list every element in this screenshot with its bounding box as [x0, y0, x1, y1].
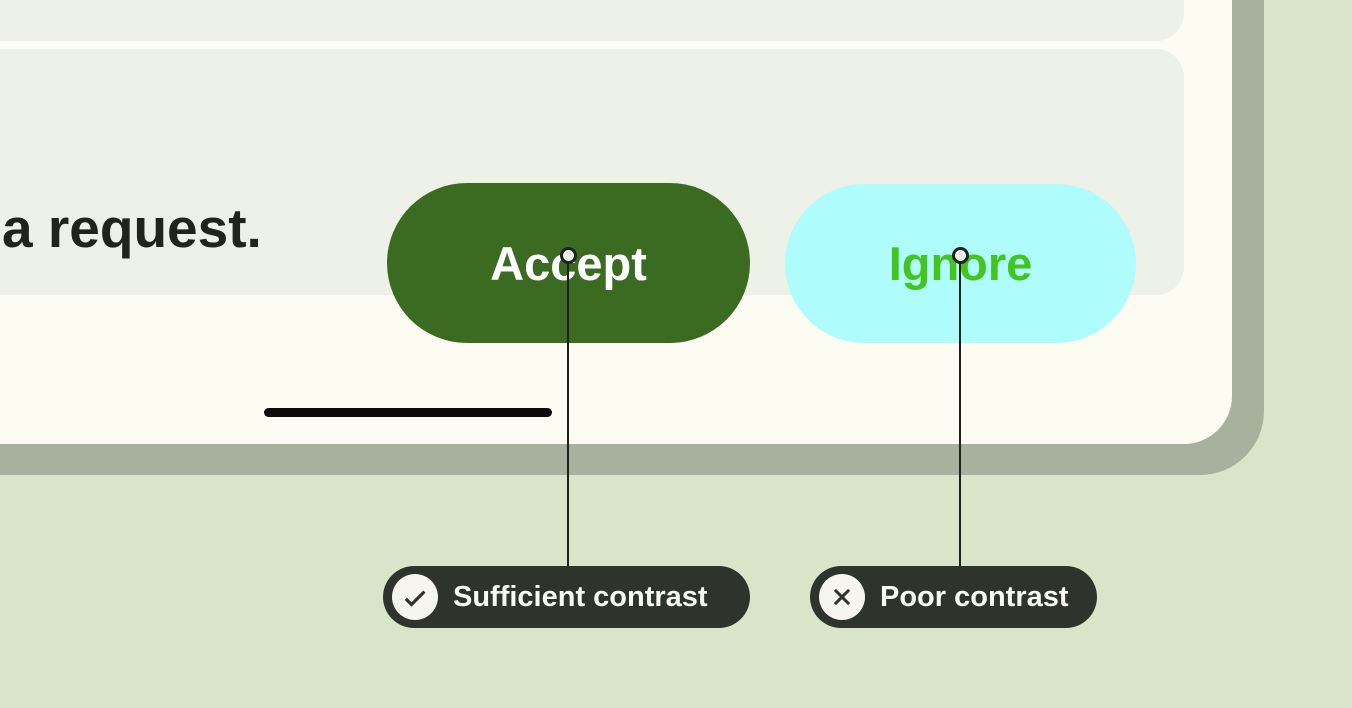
nav-handle-bar	[264, 408, 552, 417]
connector-line-ignore	[959, 263, 961, 566]
check-icon	[392, 574, 438, 620]
annotation-label: Sufficient contrast	[453, 580, 708, 613]
x-icon	[819, 574, 865, 620]
annotation-chip-poor-contrast: Poor contrast	[810, 566, 1097, 628]
connector-anchor-accept	[560, 247, 577, 264]
connector-line-accept	[567, 263, 569, 566]
message-text: a request.	[2, 197, 262, 259]
annotation-chip-sufficient-contrast: Sufficient contrast	[383, 566, 750, 628]
top-card	[0, 0, 1184, 41]
annotation-label: Poor contrast	[880, 580, 1069, 613]
message-card: a request. Accept Ignore	[0, 49, 1184, 343]
connector-anchor-ignore	[952, 247, 969, 264]
